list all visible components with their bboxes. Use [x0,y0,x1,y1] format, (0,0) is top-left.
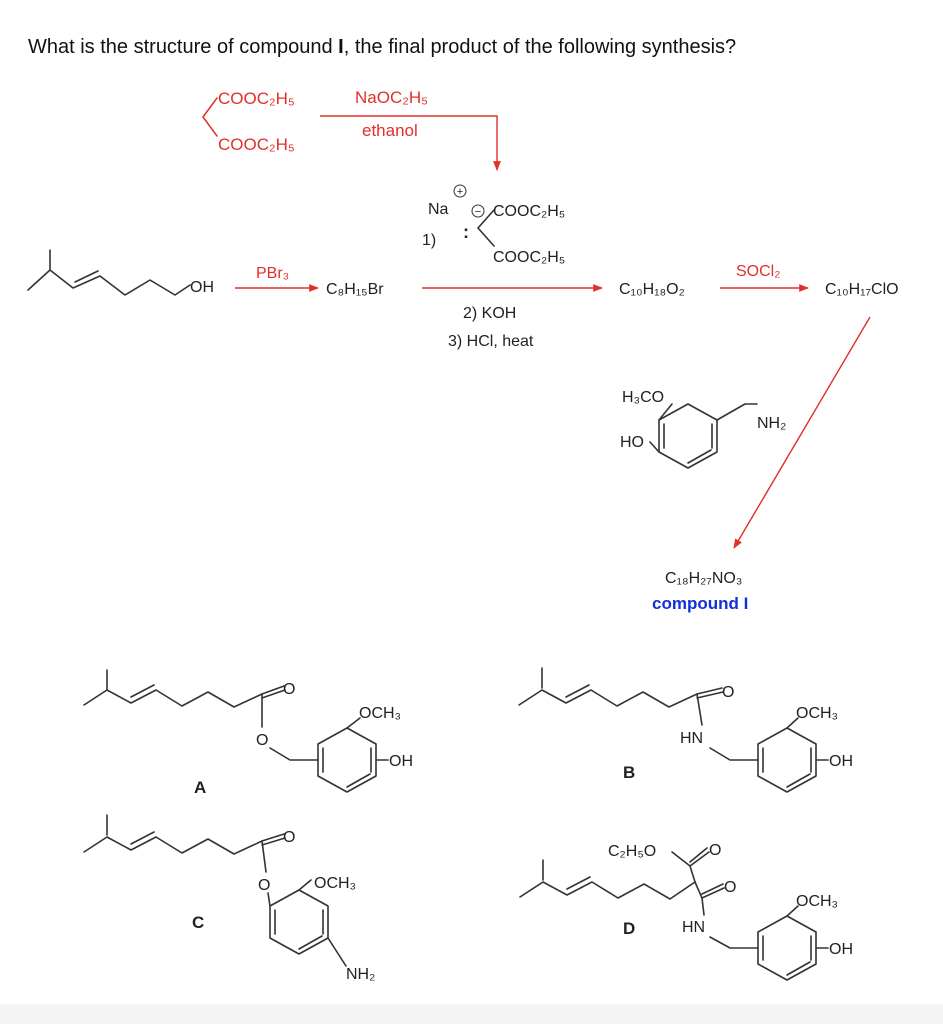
minus-charge-icon [471,204,485,218]
pbr3-reagent: PBr₃ [256,265,289,282]
diethyl-malonate: COOC₂H₅ COOC₂H₅ [202,89,295,154]
choice-a-oh: OH [389,753,413,770]
enolate-formation-arrow [320,115,501,171]
enolate-ester-bottom: COOC₂H₅ [493,249,565,266]
choice-b-carbonyl-o: O [722,684,734,701]
starting-alcohol: OH [27,249,214,296]
base-reagent: NaOC₂H₅ [355,88,428,107]
choice-b-oh: OH [829,753,853,770]
question-prefix: What is the structure of compound [28,36,339,58]
lone-pair-icon: : [463,222,469,242]
plus-charge-icon [453,184,467,198]
choice-d-oh: OH [829,941,853,958]
choice-a-label[interactable]: A [194,778,206,797]
choice-b-structure: O HN OCH₃ OH [518,667,853,793]
choice-d-structure: C₂H₅O O O HN OCH₃ OH [519,842,853,981]
product-formula: C₁₈H₂₇NO₃ [665,570,742,587]
alkyl-bromide: C₈H₁₅Br [326,281,384,298]
amine-methoxy: H₃CO [622,389,664,406]
choice-a-structure: O O OCH₃ OH [83,669,413,793]
step-two-label: 2) KOH [463,305,516,322]
choice-b-och3: OCH₃ [796,705,838,722]
enolate-ester-top: COOC₂H₅ [493,203,565,220]
compound-i-label: compound I [652,594,748,613]
question-suffix: , the final product of the following syn… [343,36,737,58]
sodium-label: Na [428,201,449,218]
step-one-label: 1) [422,232,436,249]
choice-d-label[interactable]: D [623,919,635,938]
choice-c-structure: O O OCH₃ NH₂ [83,814,375,983]
choice-b-amide-nh: HN [680,730,703,747]
choice-d-amide-nh: HN [682,919,705,936]
socl2-reagent: SOCl₂ [736,263,780,280]
choice-c-label[interactable]: C [192,913,204,932]
question-compound: I [338,36,344,58]
choice-a-och3: OCH₃ [359,705,401,722]
acid-chloride-formula: C₁₀H₁₇ClO [825,281,899,298]
amine-hydroxy: HO [620,434,644,451]
choice-d-amide-o: O [724,879,736,896]
alcohol-oh: OH [190,279,214,296]
malonate-enolate: Na + − 1) : COOC₂H₅ COOC₂H₅ [422,184,565,266]
choice-a-ester-o: O [256,732,268,749]
question-text: What is the structure of compound I, the… [28,36,736,59]
amidation-arrow [733,316,871,549]
malonate-ester-bottom: COOC₂H₅ [218,135,295,154]
malonate-ester-top: COOC₂H₅ [218,89,295,108]
choice-c-och3: OCH₃ [314,875,356,892]
choice-d-ester-o: O [709,842,721,859]
solvent-label: ethanol [362,121,418,140]
choice-c-nh2: NH₂ [346,966,375,983]
choice-c-ester-o: O [258,877,270,894]
amine-nh2: NH₂ [757,415,786,432]
choice-a-carbonyl-o: O [283,681,295,698]
page-footer-bar [0,1004,943,1024]
vanillylamine: H₃CO HO NH₂ [620,389,786,469]
svg-text:+: + [457,186,463,198]
step-three-label: 3) HCl, heat [448,333,534,350]
choice-d-ethoxy: C₂H₅O [608,843,656,860]
choice-c-carbonyl-o: O [283,829,295,846]
carboxylic-acid-formula: C₁₀H₁₈O₂ [619,281,685,298]
choice-d-och3: OCH₃ [796,893,838,910]
choice-b-label[interactable]: B [623,763,635,782]
svg-text:−: − [475,206,481,218]
